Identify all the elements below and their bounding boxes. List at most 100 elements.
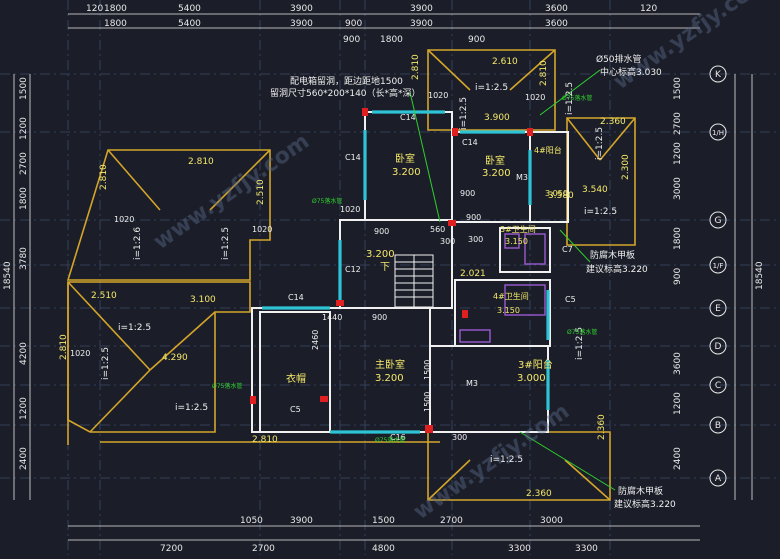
dim-bottom: 3300 — [508, 544, 531, 554]
axis-label: G — [715, 216, 722, 226]
roof-ridge — [107, 149, 161, 211]
svg-text:1020: 1020 — [252, 225, 272, 234]
dim-left: 4200 — [19, 342, 29, 365]
svg-text:1020: 1020 — [70, 349, 90, 358]
axis-label: E — [715, 304, 721, 314]
note-deck: 建议标高3.220 — [614, 498, 676, 510]
roof-ridge — [427, 49, 471, 91]
dim-left: 1500 — [19, 77, 29, 100]
room-level: 3.000 — [517, 373, 546, 384]
dim-top-inner: 3900 — [410, 19, 433, 29]
room-name: 3#阳台 — [518, 358, 553, 371]
roof-ridge — [599, 117, 636, 161]
leader-lines — [409, 69, 616, 491]
door — [362, 108, 368, 116]
dim-right-total: 18540 — [755, 261, 765, 290]
dim-bottom: 7200 — [160, 544, 183, 554]
note-deck: 防腐木甲板 — [590, 249, 635, 261]
roof-ridge — [566, 117, 601, 161]
axis-label: B — [715, 421, 721, 431]
fixtures — [459, 233, 546, 343]
axis-label: D — [715, 342, 722, 352]
roof-outlines — [66, 49, 636, 501]
roof-ridge — [209, 149, 271, 211]
room-level: 3.200 — [375, 373, 404, 384]
room-name: 4#卫生间 — [493, 291, 529, 301]
axis-label: 1/H — [712, 129, 724, 137]
svg-text:2.810: 2.810 — [252, 435, 278, 445]
room-name: 衣帽 — [286, 372, 306, 385]
room-level: 3.050 — [545, 189, 568, 198]
dim-left: 2400 — [19, 447, 29, 470]
svg-text:3.100: 3.100 — [190, 295, 216, 305]
dim-left: 1200 — [19, 117, 29, 140]
svg-text:i=1:2.5: i=1:2.5 — [221, 227, 231, 260]
bathtub — [504, 284, 546, 316]
svg-text:2.610: 2.610 — [492, 57, 518, 67]
toilet — [504, 233, 520, 249]
svg-text:Ø75落水管: Ø75落水管 — [567, 328, 597, 336]
svg-text:i=1:2.5: i=1:2.5 — [584, 207, 617, 217]
svg-text:2.510: 2.510 — [91, 291, 117, 301]
svg-text:Ø75落水管: Ø75落水管 — [312, 197, 342, 205]
svg-text:900: 900 — [460, 189, 475, 198]
dim-left: 2700 — [19, 152, 29, 175]
door — [320, 396, 328, 402]
svg-text:2.810: 2.810 — [539, 60, 549, 86]
axis-label: C — [715, 381, 721, 391]
basin — [459, 329, 491, 343]
svg-text:1500: 1500 — [423, 392, 432, 412]
room-name: 卧室 — [485, 154, 505, 167]
room-name: 4#阳台 — [534, 145, 562, 155]
svg-text:C5: C5 — [290, 405, 301, 414]
dim-right: 2700 — [673, 112, 683, 135]
door — [448, 220, 456, 226]
svg-text:900: 900 — [372, 313, 387, 322]
dim-left-total: 18540 — [3, 261, 13, 290]
dim-bottom-inner: 2700 — [440, 516, 463, 526]
dim-right: 1500 — [673, 77, 683, 100]
slope-labels: i=1:2.5 i=1:2.5 i=1:2.5 i=1:2.5 i=1:2.5 … — [101, 82, 617, 465]
note-hole: 配电箱留洞，距边距地1500 — [290, 75, 403, 87]
dim-top: 120 — [640, 4, 657, 14]
dim-bottom: 2700 — [252, 544, 275, 554]
svg-text:C14: C14 — [345, 153, 361, 162]
staircase — [394, 254, 434, 308]
dim-top: 5400 — [178, 4, 201, 14]
svg-text:i=1:2.5: i=1:2.5 — [475, 83, 508, 93]
dim-bottom-inner: 3900 — [290, 516, 313, 526]
svg-text:2.300: 2.300 — [621, 154, 631, 180]
axis-labels: K 1/H G 1/F E D C B A — [712, 70, 724, 484]
svg-text:3.540: 3.540 — [582, 185, 608, 195]
dim-left: 3780 — [19, 247, 29, 270]
svg-text:1020: 1020 — [340, 205, 360, 214]
svg-text:300: 300 — [452, 433, 467, 442]
dim-top-minor: 1800 — [380, 35, 403, 45]
dim-right: 3000 — [673, 177, 683, 200]
door — [336, 300, 344, 306]
dim-top: 3600 — [545, 4, 568, 14]
svg-text:C14: C14 — [462, 138, 478, 147]
roof-ridge — [564, 459, 611, 501]
dimension-texts: 120 1800 5400 3900 3900 3600 120 1800 54… — [86, 4, 657, 554]
roof-ridge — [427, 459, 471, 501]
svg-text:i=1:2.5: i=1:2.5 — [595, 127, 605, 160]
dim-right: 3600 — [673, 352, 683, 375]
svg-text:C5: C5 — [565, 295, 576, 304]
dim-top-minor: 900 — [468, 35, 485, 45]
svg-text:2.810: 2.810 — [411, 54, 421, 80]
dim-top-inner: 900 — [345, 19, 362, 29]
roof-ridge — [89, 369, 151, 433]
dim-top: 120 — [86, 4, 103, 14]
svg-text:C14: C14 — [288, 293, 304, 302]
svg-text:560: 560 — [430, 225, 445, 234]
roof-top-right — [427, 49, 556, 131]
misc-dimension-labels: 1020 1020 1020 1020 1020 1020 560 300 90… — [70, 91, 545, 442]
dim-bottom-inner: 1050 — [240, 516, 263, 526]
dim-right: 1800 — [673, 227, 683, 250]
window-tags: C14 C14 C14 C12 C14 C16 C5 C5 C7 M3 M3 — [288, 113, 576, 442]
dim-right: 1200 — [673, 142, 683, 165]
svg-text:C7: C7 — [562, 245, 573, 254]
svg-text:i=1:2.6: i=1:2.6 — [133, 227, 143, 260]
dim-right: 1200 — [673, 392, 683, 415]
